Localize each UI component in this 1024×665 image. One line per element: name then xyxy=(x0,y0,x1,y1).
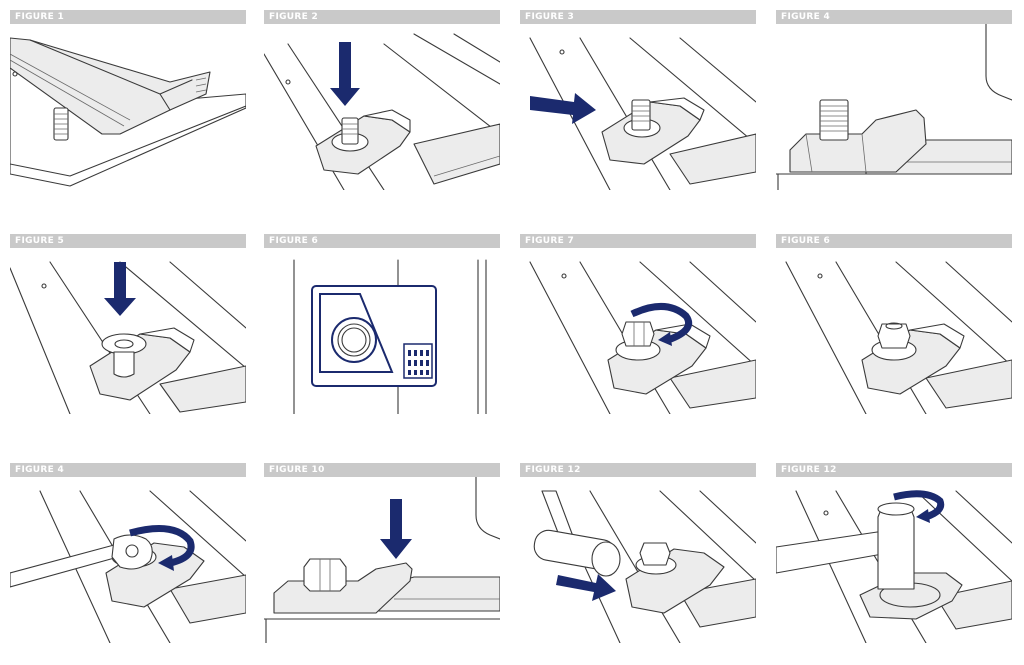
right-arrow-icon xyxy=(556,574,616,601)
figure-label: FIGURE 12 xyxy=(776,463,1012,477)
figure-label: FIGURE 4 xyxy=(776,10,1012,24)
figure-label: FIGURE 7 xyxy=(520,234,756,248)
nut-tighten-illustration xyxy=(529,261,756,414)
torque-tool-illustration xyxy=(776,490,1012,643)
figure-label: FIGURE 5 xyxy=(10,234,246,248)
rotation-arrow-icon xyxy=(630,303,693,344)
figure-panel-10: FIGURE 10 xyxy=(264,463,500,643)
figure-label: FIGURE 10 xyxy=(264,463,500,477)
down-arrow-icon xyxy=(104,262,136,316)
figure-label: FIGURE 6 xyxy=(776,234,1012,248)
washer-placement-illustration xyxy=(10,261,246,414)
figure-panel-9: FIGURE 4 xyxy=(10,463,246,643)
clamp-side-view-illustration xyxy=(776,24,1012,190)
right-arrow-icon xyxy=(530,93,596,124)
figure-panel-3: FIGURE 3 xyxy=(520,10,756,190)
clamp-press-side-view-illustration xyxy=(264,477,500,643)
wrench-tighten-illustration xyxy=(10,490,246,643)
figure-panel-2: FIGURE 2 xyxy=(264,10,500,190)
clamp-insert-illustration xyxy=(264,33,500,190)
down-arrow-icon xyxy=(330,42,360,106)
figure-panel-12: FIGURE 12 xyxy=(776,463,1012,643)
figure-label: FIGURE 12 xyxy=(520,463,756,477)
figure-panel-11: FIGURE 12 xyxy=(520,463,756,643)
figure-panel-6: FIGURE 6 xyxy=(264,234,500,414)
figure-label: FIGURE 6 xyxy=(264,234,500,248)
figure-label: FIGURE 3 xyxy=(520,10,756,24)
clamp-top-view-illustration xyxy=(293,259,487,414)
slide-clamp-illustration xyxy=(529,37,756,190)
rail-with-stud-illustration xyxy=(10,37,246,187)
figure-panel-7: FIGURE 7 xyxy=(520,234,756,414)
figure-panel-1: FIGURE 1 xyxy=(10,10,246,190)
rotation-arrow-icon xyxy=(893,490,945,521)
figure-label: FIGURE 2 xyxy=(264,10,500,24)
figure-label: FIGURE 4 xyxy=(10,463,246,477)
figure-panel-4: FIGURE 4 xyxy=(776,10,1012,190)
figure-panel-5: FIGURE 5 xyxy=(10,234,246,414)
figure-label: FIGURE 1 xyxy=(10,10,246,24)
nut-installed-illustration xyxy=(785,261,1012,414)
down-arrow-icon xyxy=(380,499,412,559)
figure-panel-8: FIGURE 6 xyxy=(776,234,1012,414)
hammer-tap-illustration xyxy=(533,490,756,643)
rotation-arrow-icon xyxy=(129,525,195,567)
